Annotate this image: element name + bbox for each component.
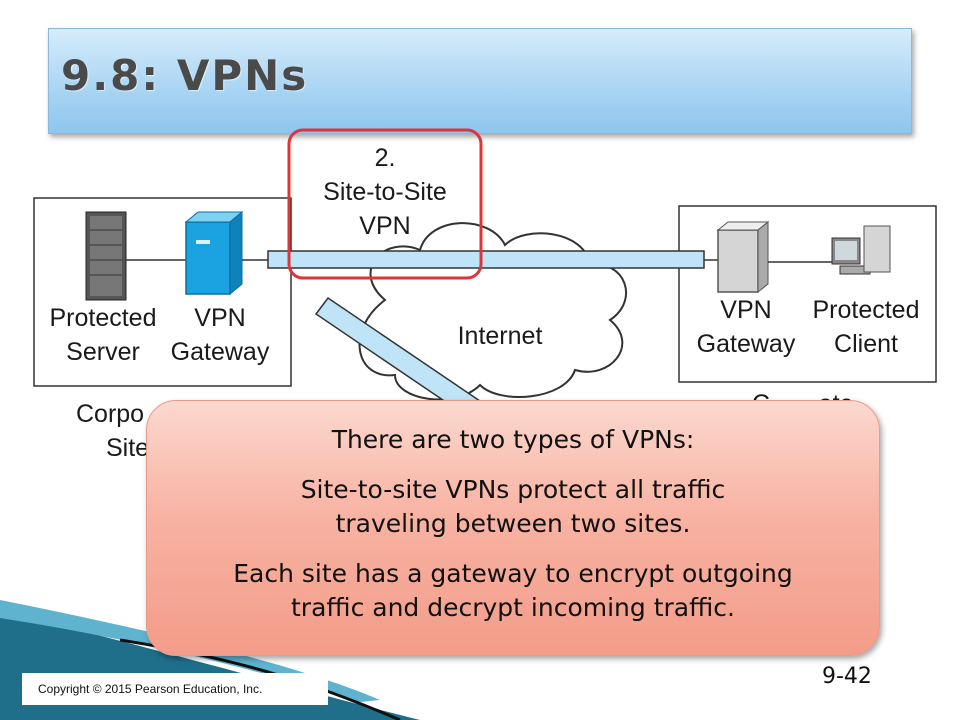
vpn-type-label-line2: VPN xyxy=(359,212,411,240)
left-gateway-label-line1: VPN xyxy=(194,304,246,332)
vpn-type-label-line1: Site-to-Site xyxy=(323,178,447,206)
protected-server-label-line2: Server xyxy=(66,338,140,366)
right-gateway-label-line2: Gateway xyxy=(696,330,796,358)
protected-client-icon xyxy=(831,225,891,275)
callout-line-1: There are two types of VPNs: xyxy=(331,425,695,454)
vpn-gateway-left-icon xyxy=(184,210,244,296)
site-to-site-tunnel xyxy=(267,250,705,269)
vpn-types-callout: There are two types of VPNs: Site-to-sit… xyxy=(146,400,880,656)
corporate-site-left-label-line2: Site xyxy=(106,434,150,462)
protected-client-label-line2: Client xyxy=(834,330,898,358)
internet-label: Internet xyxy=(457,322,543,350)
title-bar: 9.8: VPNs xyxy=(48,28,912,134)
right-gateway-label-line1: VPN xyxy=(720,296,772,324)
left-gateway-label-line2: Gateway xyxy=(170,338,270,366)
protected-server-icon xyxy=(85,211,127,301)
corporate-site-left-box xyxy=(33,197,292,387)
page-number: 9-42 xyxy=(822,664,872,689)
callout-line-4: Each site has a gateway to encrypt outgo… xyxy=(233,559,793,588)
corporate-site-left-label-line1: Corpo xyxy=(76,400,145,428)
internet-cloud xyxy=(358,222,628,401)
copyright-notice: Copyright © 2015 Pearson Education, Inc. xyxy=(22,673,328,705)
protected-server-label-line1: Protected xyxy=(49,304,157,332)
callout-line-3: traveling between two sites. xyxy=(335,509,691,538)
protected-client-label-line1: Protected xyxy=(812,296,920,324)
vpn-gateway-right-icon xyxy=(716,220,770,294)
callout-line-2: Site-to-site VPNs protect all traffic xyxy=(300,475,726,504)
slide-title: 9.8: VPNs xyxy=(61,51,309,100)
site-to-site-highlight-box xyxy=(287,128,483,280)
callout-line-5: traffic and decrypt incoming traffic. xyxy=(291,593,735,622)
vpn-type-number: 2. xyxy=(374,144,396,172)
